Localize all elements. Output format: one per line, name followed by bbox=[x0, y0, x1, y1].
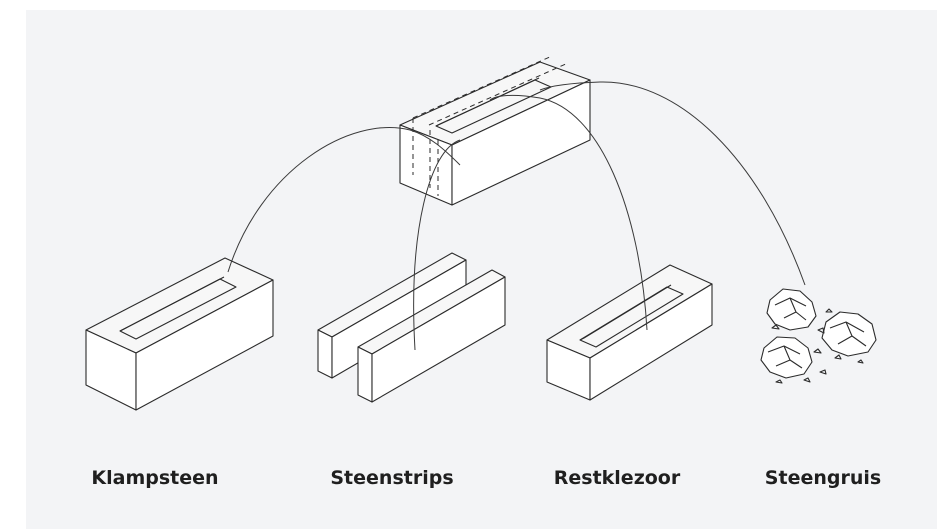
arc-to-steengruis bbox=[539, 81, 806, 286]
arc-to-restklezoor bbox=[489, 94, 648, 331]
arc-to-steenstrips bbox=[413, 139, 461, 351]
arc-to-klampsteen bbox=[227, 127, 461, 273]
steengruis-rubble bbox=[760, 288, 877, 384]
steenstrips-pieces bbox=[317, 252, 506, 403]
source-brick bbox=[399, 55, 591, 206]
label-steenstrips: Steenstrips bbox=[330, 467, 454, 489]
label-restklezoor: Restklezoor bbox=[553, 467, 681, 489]
klampsteen-brick bbox=[85, 257, 274, 411]
label-steengruis: Steengruis bbox=[764, 467, 882, 489]
label-klampsteen: Klampsteen bbox=[91, 467, 219, 489]
connection-arcs bbox=[227, 81, 806, 351]
restklezoor-brick bbox=[546, 264, 713, 401]
